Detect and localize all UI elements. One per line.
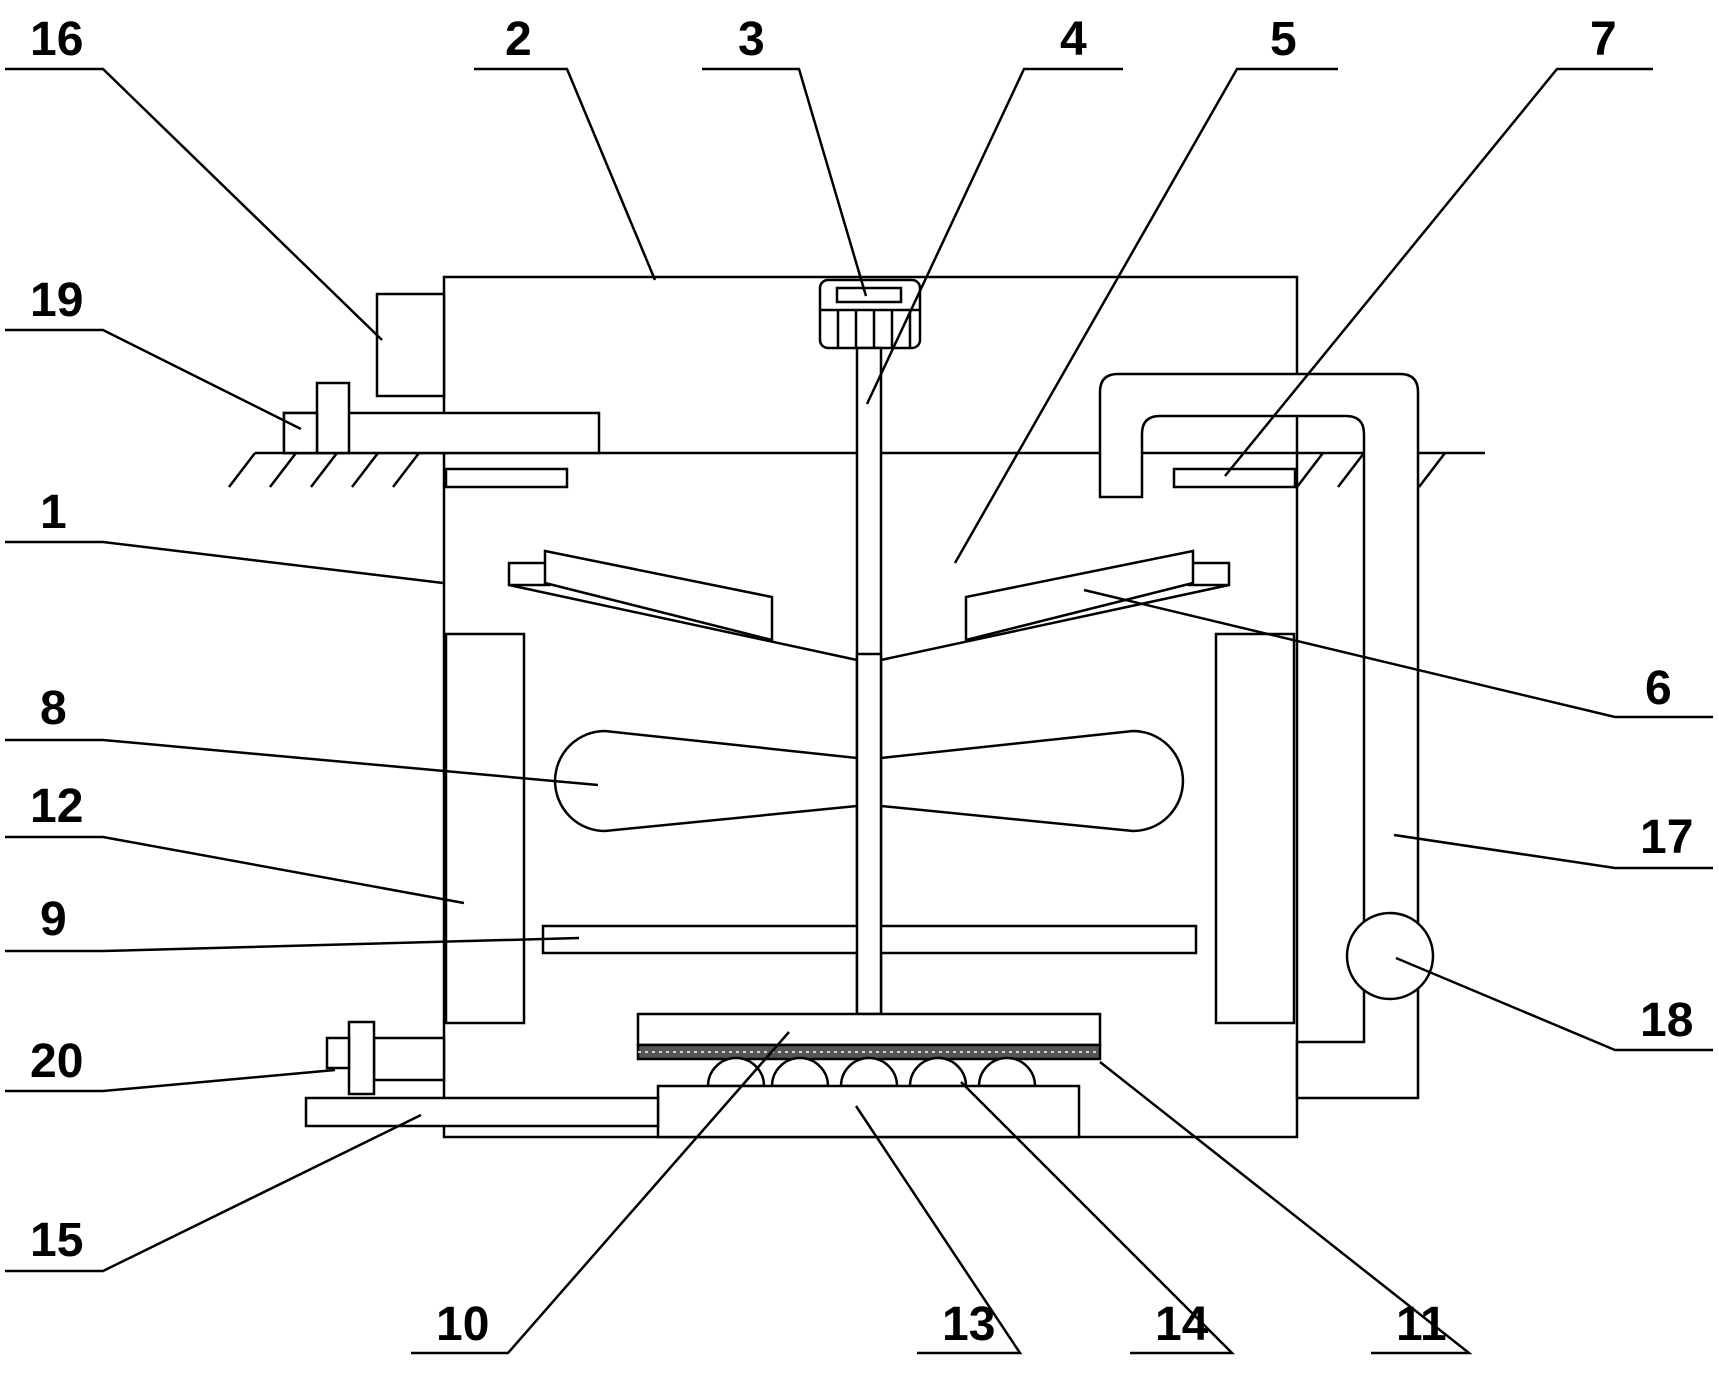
outlet-15	[304, 1096, 660, 1128]
label-2: 2	[505, 13, 532, 66]
drive-post-19	[315, 381, 351, 455]
leader-lines	[5, 67, 1713, 1355]
label-13: 13	[942, 1298, 995, 1351]
valve-pipe-20	[372, 1036, 446, 1082]
label-7: 7	[1590, 13, 1617, 66]
label-4: 4	[1060, 13, 1087, 66]
label-11: 11	[1396, 1298, 1447, 1351]
valve-20	[347, 1020, 376, 1096]
label-10: 10	[436, 1298, 489, 1351]
label-17: 17	[1640, 811, 1693, 864]
drive-head-window	[835, 286, 903, 304]
side-block-12-left	[444, 632, 526, 1025]
label-1: 1	[40, 486, 67, 539]
label-18: 18	[1640, 994, 1693, 1047]
disc-10	[636, 1012, 1102, 1047]
label-15: 15	[30, 1214, 83, 1267]
valve-stub-20	[325, 1036, 351, 1070]
upper-tray-5	[507, 549, 1231, 662]
label-16: 16	[30, 13, 83, 66]
label-9: 9	[40, 893, 67, 946]
label-19: 19	[30, 274, 83, 327]
label-6: 6	[1645, 662, 1672, 715]
paddle-8-right	[879, 729, 1185, 833]
drive-stub-19	[282, 411, 319, 455]
label-12: 12	[30, 780, 83, 833]
paddle-8	[553, 729, 859, 833]
top-plate-7	[1172, 467, 1297, 489]
label-14: 14	[1155, 1298, 1209, 1351]
rollers-14	[706, 1056, 1037, 1088]
side-block-12-right	[1214, 632, 1296, 1025]
pipe-17	[1098, 372, 1420, 1100]
label-8: 8	[40, 682, 67, 735]
shaft-4-overlay	[855, 652, 883, 1016]
callout-labels: 16 2 3 4 5 7 19 1 8 12 9 20 15 10 13 14 …	[30, 13, 1693, 1351]
base-13	[656, 1084, 1081, 1139]
top-plate-left	[444, 467, 569, 489]
pump-18	[1345, 911, 1435, 1001]
label-3: 3	[738, 13, 765, 66]
label-5: 5	[1270, 13, 1297, 66]
motor-16	[375, 292, 446, 398]
label-20: 20	[30, 1035, 83, 1088]
